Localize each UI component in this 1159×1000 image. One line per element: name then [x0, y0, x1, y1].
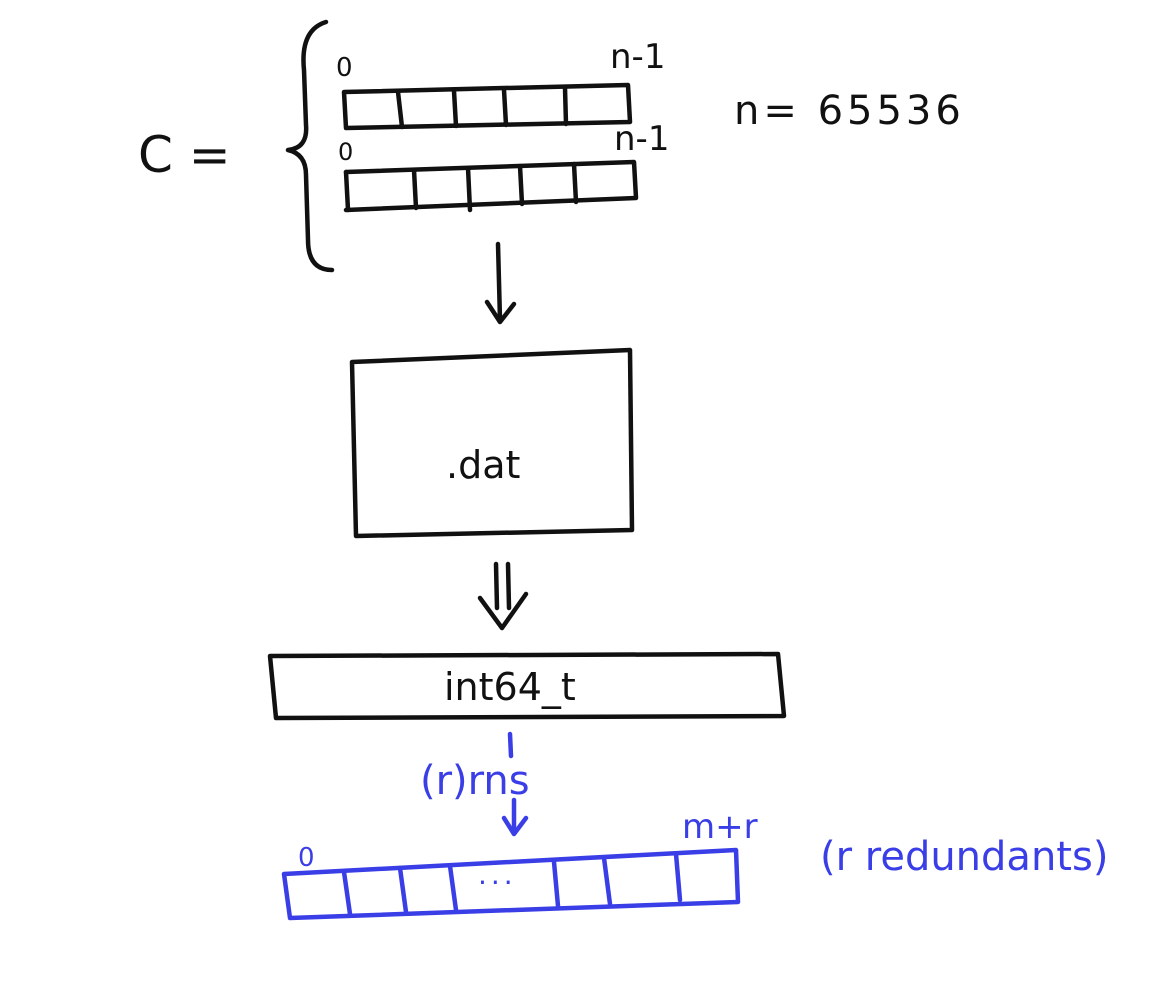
array-bottom — [343, 159, 639, 213]
array-bottom-end-index: n-1 — [614, 119, 669, 159]
n-equation: n= 65536 — [734, 88, 965, 134]
int64-label: int64_t — [444, 665, 576, 709]
set-label: C = — [138, 126, 231, 184]
conversion-label: (r)rns — [420, 758, 530, 804]
array-top-end-index: n-1 — [610, 37, 665, 77]
residue-end-index: m+r — [682, 807, 758, 847]
conversion-arrow-icon — [501, 797, 529, 837]
arrow-down-icon — [484, 241, 517, 325]
curly-brace — [285, 19, 335, 273]
residue-ellipsis: ... — [478, 858, 517, 891]
residue-array — [281, 847, 741, 921]
dat-file-box — [349, 347, 635, 539]
residue-start-index: 0 — [298, 843, 315, 873]
int64-bar — [267, 651, 787, 721]
redundants-note: (r redundants) — [820, 834, 1108, 880]
double-arrow-down-icon — [477, 561, 529, 631]
dat-file-label: .dat — [446, 443, 520, 487]
conversion-tick — [507, 731, 514, 759]
array-bottom-start-index: 0 — [338, 138, 353, 166]
array-top — [341, 82, 633, 131]
array-top-start-index: 0 — [336, 53, 353, 83]
